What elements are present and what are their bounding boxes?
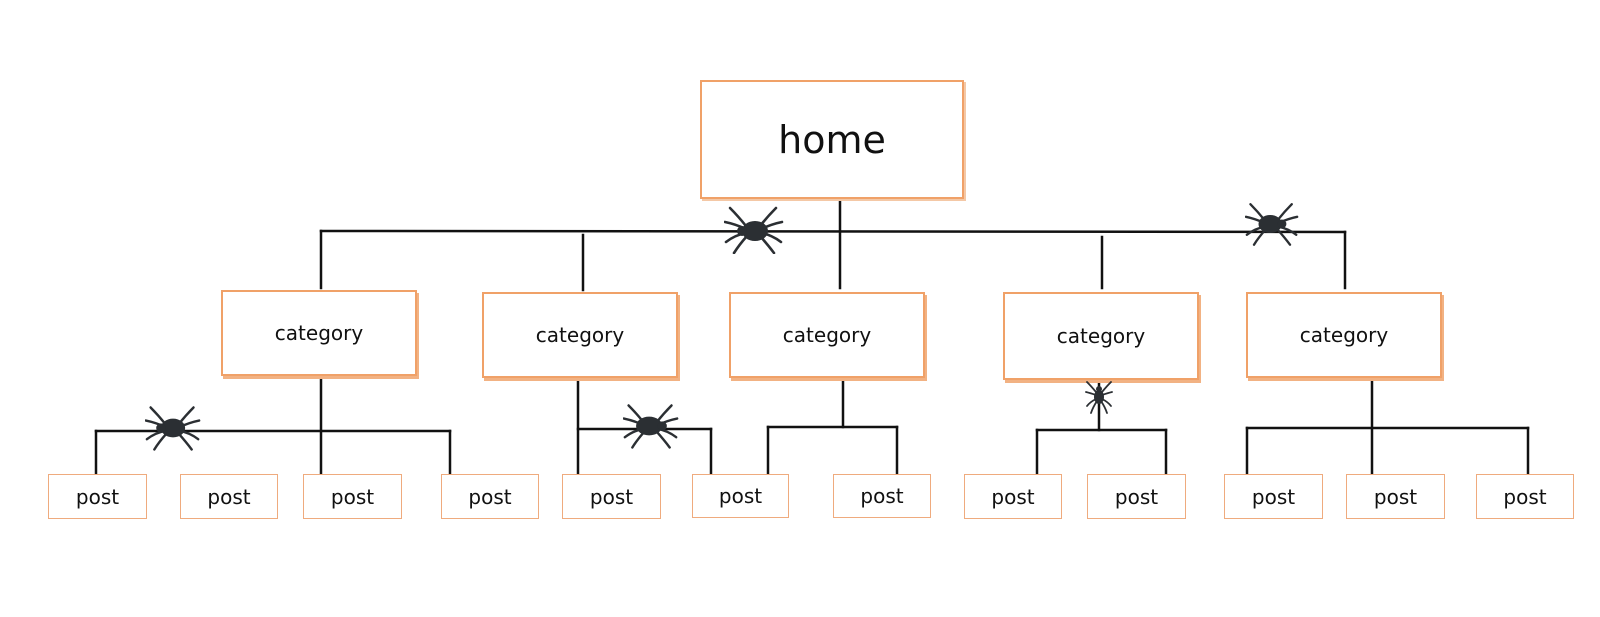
post-node: post bbox=[48, 474, 147, 519]
category-node: category bbox=[482, 292, 678, 378]
post-label: post bbox=[718, 484, 763, 508]
post-node: post bbox=[180, 474, 278, 519]
post-node: post bbox=[964, 474, 1062, 519]
post-label: post bbox=[330, 484, 375, 509]
post-label: post bbox=[468, 484, 512, 509]
category-label: category bbox=[1299, 323, 1389, 347]
category-node: category bbox=[1003, 292, 1199, 380]
post-node: post bbox=[692, 474, 789, 518]
connector-line bbox=[319, 229, 1347, 234]
post-node: post bbox=[441, 474, 539, 519]
category-node: category bbox=[729, 292, 925, 378]
post-label: post bbox=[991, 484, 1035, 509]
spider-icon bbox=[145, 406, 201, 451]
home-label: home bbox=[778, 117, 886, 162]
category-label: category bbox=[535, 323, 625, 347]
post-label: post bbox=[1251, 484, 1296, 509]
post-label: post bbox=[860, 484, 904, 508]
post-label: post bbox=[1503, 484, 1547, 509]
post-label: post bbox=[1114, 484, 1159, 509]
spider-icon bbox=[623, 404, 679, 449]
post-node: post bbox=[833, 474, 931, 518]
spider-icon bbox=[724, 206, 784, 254]
post-label: post bbox=[589, 484, 634, 509]
spider-icon bbox=[1245, 203, 1299, 246]
post-node: post bbox=[1224, 474, 1323, 519]
post-node: post bbox=[1087, 474, 1186, 519]
post-label: post bbox=[1373, 484, 1418, 509]
category-label: category bbox=[1056, 324, 1146, 348]
post-node: post bbox=[562, 474, 661, 519]
post-label: post bbox=[75, 484, 120, 509]
category-label: category bbox=[274, 321, 364, 345]
post-node: post bbox=[1346, 474, 1445, 519]
post-label: post bbox=[207, 484, 251, 509]
post-node: post bbox=[1476, 474, 1574, 519]
post-node: post bbox=[303, 474, 402, 519]
home-node: home bbox=[700, 80, 964, 199]
category-label: category bbox=[782, 323, 872, 347]
category-node: category bbox=[221, 290, 417, 376]
category-node: category bbox=[1246, 292, 1442, 378]
spider-icon bbox=[1085, 381, 1113, 414]
